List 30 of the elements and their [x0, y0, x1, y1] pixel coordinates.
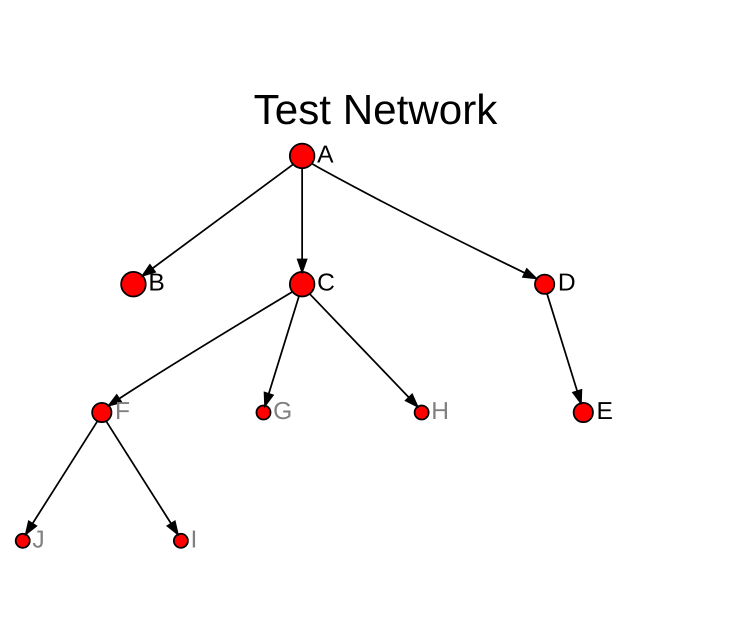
node-label: H	[431, 398, 450, 426]
arrow	[312, 163, 538, 280]
arrow	[309, 294, 420, 408]
arrow	[140, 164, 294, 278]
node-label: G	[273, 398, 292, 426]
arrow	[264, 296, 300, 408]
node-label: J	[32, 526, 45, 554]
node-label: E	[596, 398, 613, 426]
node-label: D	[558, 270, 576, 297]
node-circle	[120, 271, 147, 298]
arrow	[106, 421, 180, 536]
arrow	[296, 168, 308, 275]
node-circle	[288, 271, 316, 298]
diagram-title: Test Network	[254, 86, 498, 133]
arrow	[546, 294, 582, 406]
node-label: I	[190, 526, 198, 554]
node-label: C	[317, 270, 335, 297]
node-label: B	[148, 270, 165, 297]
node-circle	[572, 402, 594, 424]
node-circle	[288, 142, 316, 170]
node-circle	[91, 402, 112, 424]
node-label: F	[114, 398, 130, 426]
arrow	[24, 421, 98, 536]
node-circle	[414, 404, 430, 420]
node-circle	[172, 532, 189, 549]
node-circle	[534, 274, 556, 295]
arrow	[106, 291, 292, 407]
node-label: A	[317, 141, 334, 168]
node-circle	[14, 532, 31, 549]
node-circle	[256, 404, 272, 420]
